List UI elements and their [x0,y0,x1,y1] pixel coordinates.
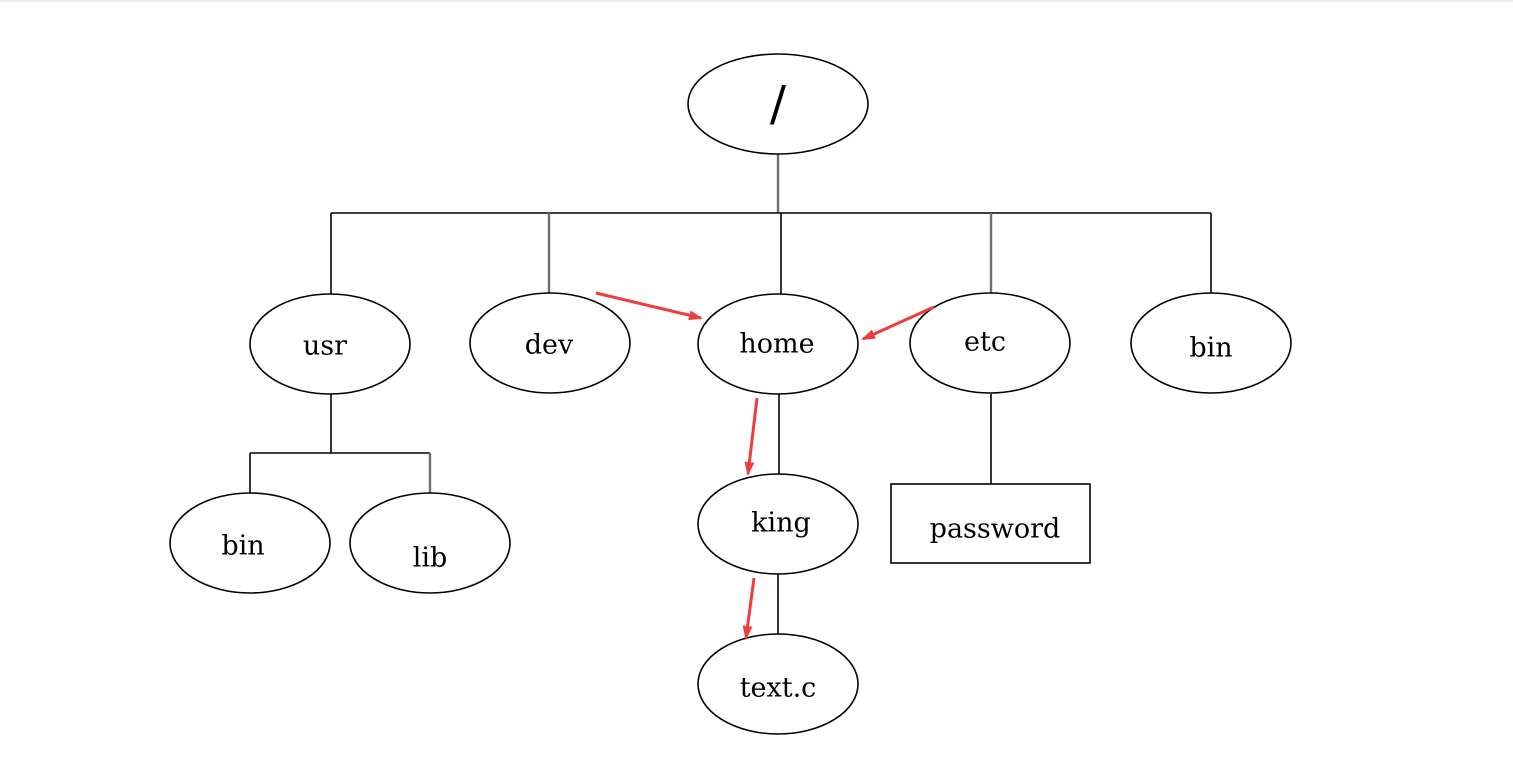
node-usr-shape [249,293,411,395]
arrow-king-to-text-c [742,577,756,640]
node-usr-bin-shape [169,492,331,594]
node-king-label: king [751,508,811,539]
node-bin-top: bin [1130,292,1292,394]
node-usr-bin-label: bin [221,531,264,562]
node-etc: etc [909,292,1071,394]
node-king-shape [697,473,859,575]
node-usr-lib-shape [349,492,511,594]
path-arrows [595,291,935,640]
node-password-label: password [930,514,1061,545]
node-root-shape [687,53,869,155]
arrow-home-to-king [744,397,759,476]
node-usr-bin: bin [169,492,331,594]
node-usr-lib-label: lib [413,543,448,574]
node-bin-top-shape [1130,292,1292,394]
node-password: password [890,483,1091,564]
node-password-shape [890,483,1091,564]
node-text-c-label: text.c [740,673,817,704]
node-dev-label: dev [525,330,574,361]
node-root-label: / [770,76,787,132]
node-home-shape [697,293,859,395]
node-bin-top-label: bin [1189,333,1232,364]
tree-connectors [249,153,1212,634]
node-text-c-shape [697,633,859,735]
node-usr: usr [249,293,411,395]
node-usr-label: usr [303,331,347,362]
node-dev: dev [469,292,631,394]
node-dev-shape [469,292,631,394]
node-etc-label: etc [964,327,1006,358]
node-text-c: text.c [697,633,859,735]
node-king: king [697,473,859,575]
node-home-label: home [739,329,814,360]
arrow-etc-to-home [861,305,935,341]
arrow-dev-to-home [595,291,703,321]
node-etc-shape [909,292,1071,394]
node-usr-lib: lib [349,492,511,594]
node-root: / [687,53,869,155]
node-home: home [697,293,859,395]
